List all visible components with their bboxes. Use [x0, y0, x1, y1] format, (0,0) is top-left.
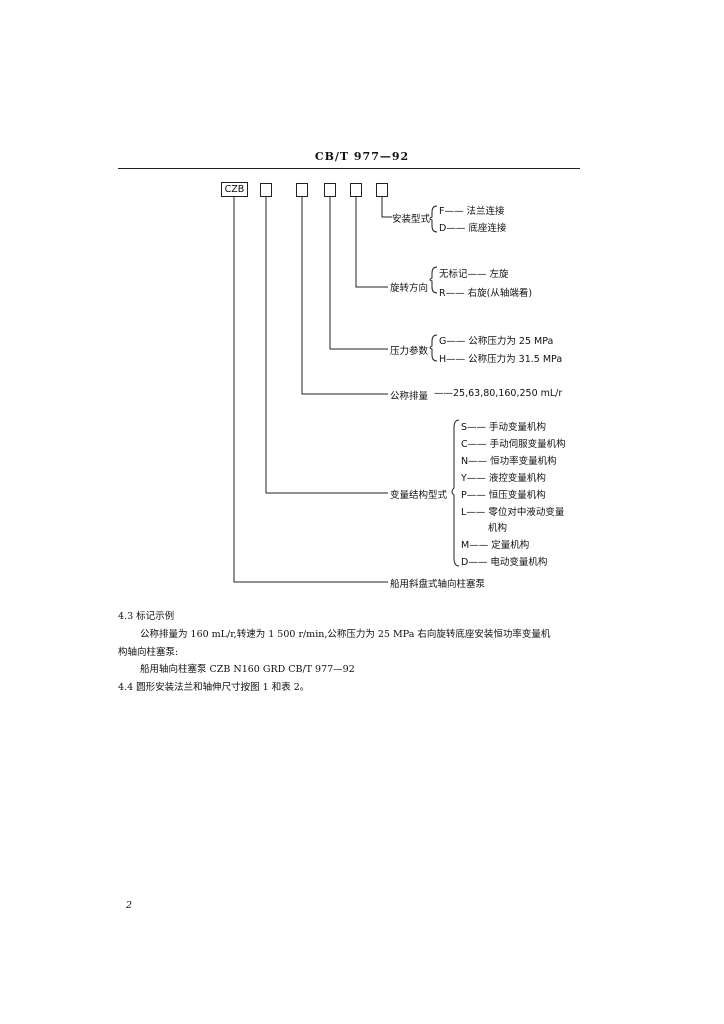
page-number: 2 — [126, 900, 133, 911]
rotation-option: 无标记—— 左旋 — [439, 269, 509, 280]
install-label: 安装型式 — [392, 214, 431, 225]
pressure-option: G—— 公称压力为 25 MPa — [439, 336, 554, 347]
section-4-3-example: 船用轴向柱塞泵 CZB N160 GRD CB/T 977—92 — [140, 664, 355, 675]
variable-option: L—— 零位对中液动变量 — [461, 507, 565, 518]
code-slot-install — [376, 183, 388, 197]
install-option: F—— 法兰连接 — [439, 206, 505, 217]
install-option: D—— 底座连接 — [439, 223, 507, 234]
code-box-czb: CZB — [221, 182, 248, 197]
variable-option: C—— 手动伺服变量机构 — [461, 439, 566, 450]
displacement-label: 公称排量 — [390, 391, 429, 402]
section-4-4-text: 4.4 圆形安装法兰和轴伸尺寸按图 1 和表 2。 — [118, 682, 310, 693]
variable-option: Y—— 液控变量机构 — [461, 473, 546, 484]
standard-header: CB/T 977—92 — [314, 150, 410, 163]
code-slot-variable — [260, 183, 272, 197]
section-4-3-text: 构轴向柱塞泵: — [118, 647, 179, 658]
displacement-values: ——25,63,80,160,250 mL/r — [434, 388, 563, 399]
variable-option: S—— 手动变量机构 — [461, 422, 547, 433]
variable-option: M—— 定量机构 — [461, 540, 530, 551]
rotation-option: R—— 右旋(从轴端看) — [439, 288, 533, 299]
pressure-label: 压力参数 — [390, 346, 429, 357]
variable-label: 变量结构型式 — [390, 490, 448, 501]
variable-option: D—— 电动变量机构 — [461, 557, 548, 568]
variable-option: N—— 恒功率变量机构 — [461, 456, 557, 467]
variable-option: P—— 恒压变量机构 — [461, 490, 546, 501]
rotation-label: 旋转方向 — [390, 283, 429, 294]
pressure-option: H—— 公称压力为 31.5 MPa — [439, 354, 563, 365]
section-4-3-text: 公称排量为 160 mL/r,转速为 1 500 r/min,公称压力为 25 … — [140, 629, 551, 640]
header-rule — [118, 168, 580, 169]
code-slot-pressure — [324, 183, 336, 197]
code-slot-displacement — [296, 183, 308, 197]
variable-option: 机构 — [488, 523, 508, 534]
section-4-3-title: 4.3 标记示例 — [118, 611, 175, 622]
code-slot-rotation — [350, 183, 362, 197]
product-name: 船用斜盘式轴向柱塞泵 — [390, 579, 486, 590]
